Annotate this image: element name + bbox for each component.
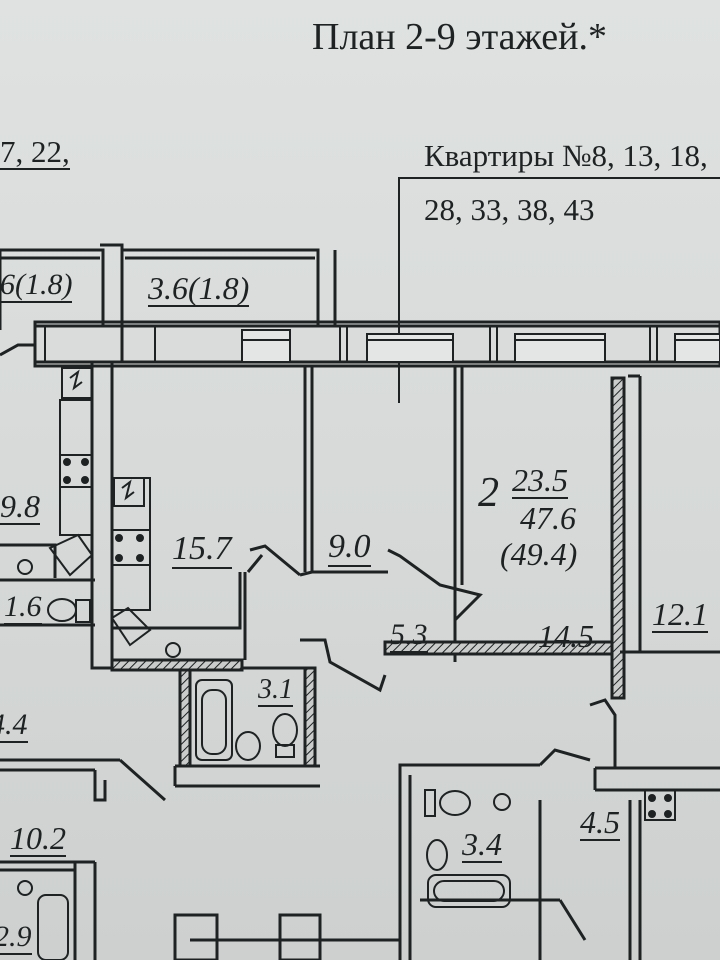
room-area-3-4: 3.4 <box>462 826 502 863</box>
windows <box>44 326 720 363</box>
room-area-4-5: 4.5 <box>580 804 620 841</box>
apartments-list-line2: 28, 33, 38, 43 <box>424 192 595 227</box>
room-area-9-0: 9.0 <box>328 528 371 567</box>
apartment-total-area: 47.6 <box>520 500 576 536</box>
vent-shafts <box>61 367 145 507</box>
room-area-4-4: 4.4 <box>0 710 28 743</box>
balconies <box>0 248 337 325</box>
apartment-living-area: 23.5 <box>512 462 568 499</box>
room-area-14-5: 14.5 <box>538 618 594 655</box>
room-area-12-1: 12.1 <box>652 596 708 633</box>
room-area-5-3: 5.3 <box>390 618 428 653</box>
apartments-list-line1: Квартиры №8, 13, 18, <box>424 138 708 173</box>
balcony-left-area: 6(1.8) <box>0 268 73 303</box>
kitchen-fixtures <box>17 399 676 896</box>
room-area-2-9: 2.9 <box>0 922 32 955</box>
apartment-total-with-balcony: (49.4) <box>500 536 578 572</box>
balcony-right-area: 3.6(1.8) <box>148 270 250 307</box>
left-apartments-fragment: 7, 22, <box>0 134 70 170</box>
room-area-kitchen-left: 9.8 <box>0 488 40 525</box>
apartment-rooms-count: 2 <box>478 470 499 516</box>
room-area-3-1: 3.1 <box>258 674 293 707</box>
room-area-1-6: 1.6 <box>4 590 42 625</box>
plan-title: План 2-9 этажей.* <box>312 16 607 58</box>
room-area-10-2: 10.2 <box>10 820 66 857</box>
interior-walls <box>0 243 720 960</box>
room-area-15-7: 15.7 <box>172 530 232 569</box>
apartments-callout-line <box>398 177 720 403</box>
bathroom-fixtures <box>37 598 511 960</box>
